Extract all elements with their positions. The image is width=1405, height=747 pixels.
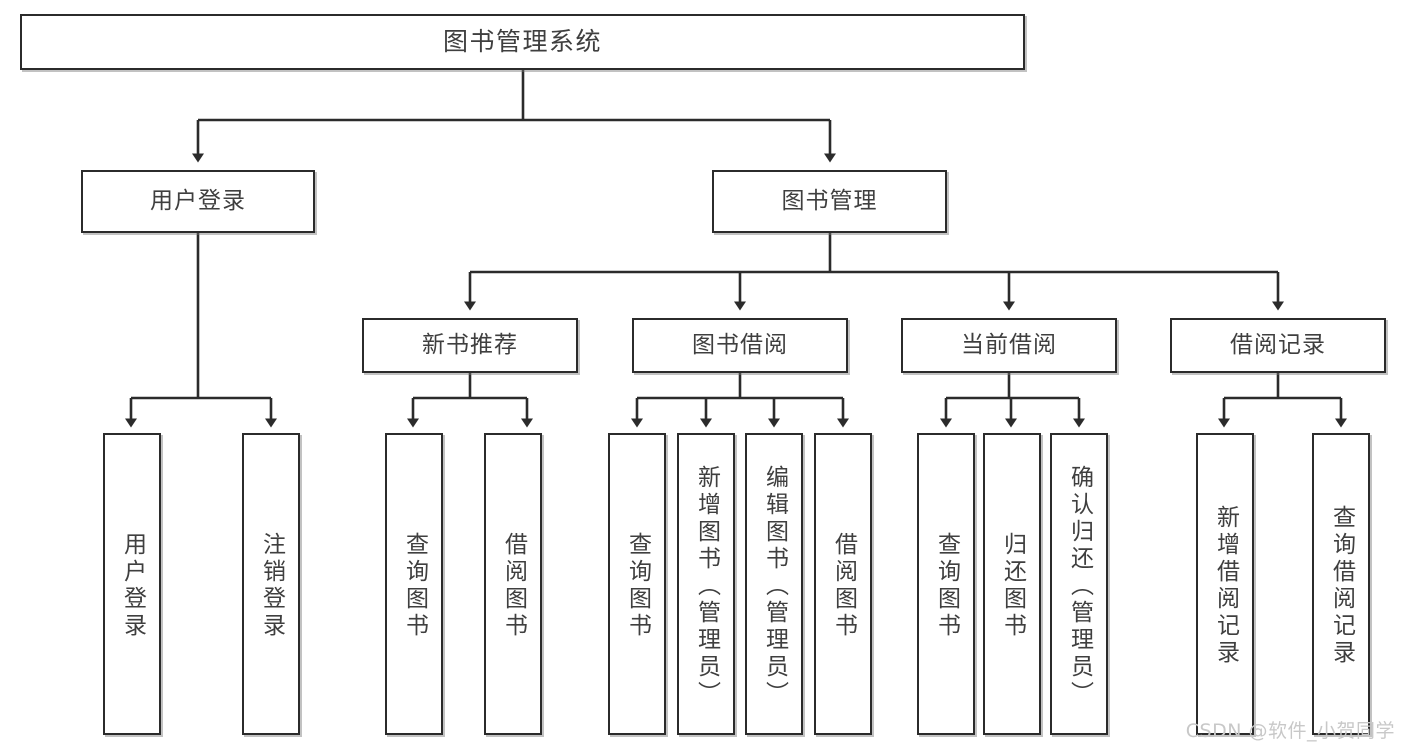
leaf-query-borrow-record[interactable]: 查询借阅记录 xyxy=(1312,433,1370,735)
node-label: 确认归还（管理员） xyxy=(1066,464,1093,708)
leaf-confirm-return-admin[interactable]: 确认归还（管理员） xyxy=(1050,433,1108,735)
node-label: 当前借阅 xyxy=(961,331,1057,358)
node-label: 新增借阅记录 xyxy=(1212,505,1239,667)
node-root-book-management-system[interactable]: 图书管理系统 xyxy=(20,14,1025,70)
node-new-book-recommend[interactable]: 新书推荐 xyxy=(362,318,578,373)
node-label: 注销登录 xyxy=(258,532,285,640)
node-label: 查询图书 xyxy=(933,532,960,640)
node-label: 借阅图书 xyxy=(500,532,527,640)
node-label: 借阅记录 xyxy=(1230,331,1326,358)
leaf-query-book-recommend[interactable]: 查询图书 xyxy=(385,433,443,735)
node-label: 查询图书 xyxy=(624,532,651,640)
node-user-login[interactable]: 用户登录 xyxy=(81,170,315,233)
node-label: 图书管理系统 xyxy=(442,27,602,56)
node-label: 图书借阅 xyxy=(692,331,788,358)
leaf-add-book-admin[interactable]: 新增图书（管理员） xyxy=(677,433,735,735)
node-label: 用户登录 xyxy=(119,532,146,640)
leaf-borrow-book-recommend[interactable]: 借阅图书 xyxy=(484,433,542,735)
node-label: 用户登录 xyxy=(150,187,246,214)
node-book-borrow[interactable]: 图书借阅 xyxy=(632,318,848,373)
leaf-user-login[interactable]: 用户登录 xyxy=(103,433,161,735)
leaf-query-book-borrow[interactable]: 查询图书 xyxy=(608,433,666,735)
node-borrow-record[interactable]: 借阅记录 xyxy=(1170,318,1386,373)
leaf-borrow-book[interactable]: 借阅图书 xyxy=(814,433,872,735)
node-current-borrow[interactable]: 当前借阅 xyxy=(901,318,1117,373)
node-label: 图书管理 xyxy=(781,187,878,214)
node-label: 查询图书 xyxy=(401,532,428,640)
leaf-logout[interactable]: 注销登录 xyxy=(242,433,300,735)
node-label: 新增图书（管理员） xyxy=(693,464,720,708)
leaf-query-book-current[interactable]: 查询图书 xyxy=(917,433,975,735)
node-label: 查询借阅记录 xyxy=(1328,505,1355,667)
node-book-management[interactable]: 图书管理 xyxy=(712,170,947,233)
node-label: 借阅图书 xyxy=(830,532,857,640)
leaf-add-borrow-record[interactable]: 新增借阅记录 xyxy=(1196,433,1254,735)
leaf-edit-book-admin[interactable]: 编辑图书（管理员） xyxy=(745,433,803,735)
node-label: 编辑图书（管理员） xyxy=(761,464,788,708)
leaf-return-book[interactable]: 归还图书 xyxy=(983,433,1041,735)
csdn-watermark: CSDN @软件_小贺同学 xyxy=(1185,720,1395,742)
node-label: 新书推荐 xyxy=(422,331,518,358)
node-label: 归还图书 xyxy=(999,532,1026,640)
